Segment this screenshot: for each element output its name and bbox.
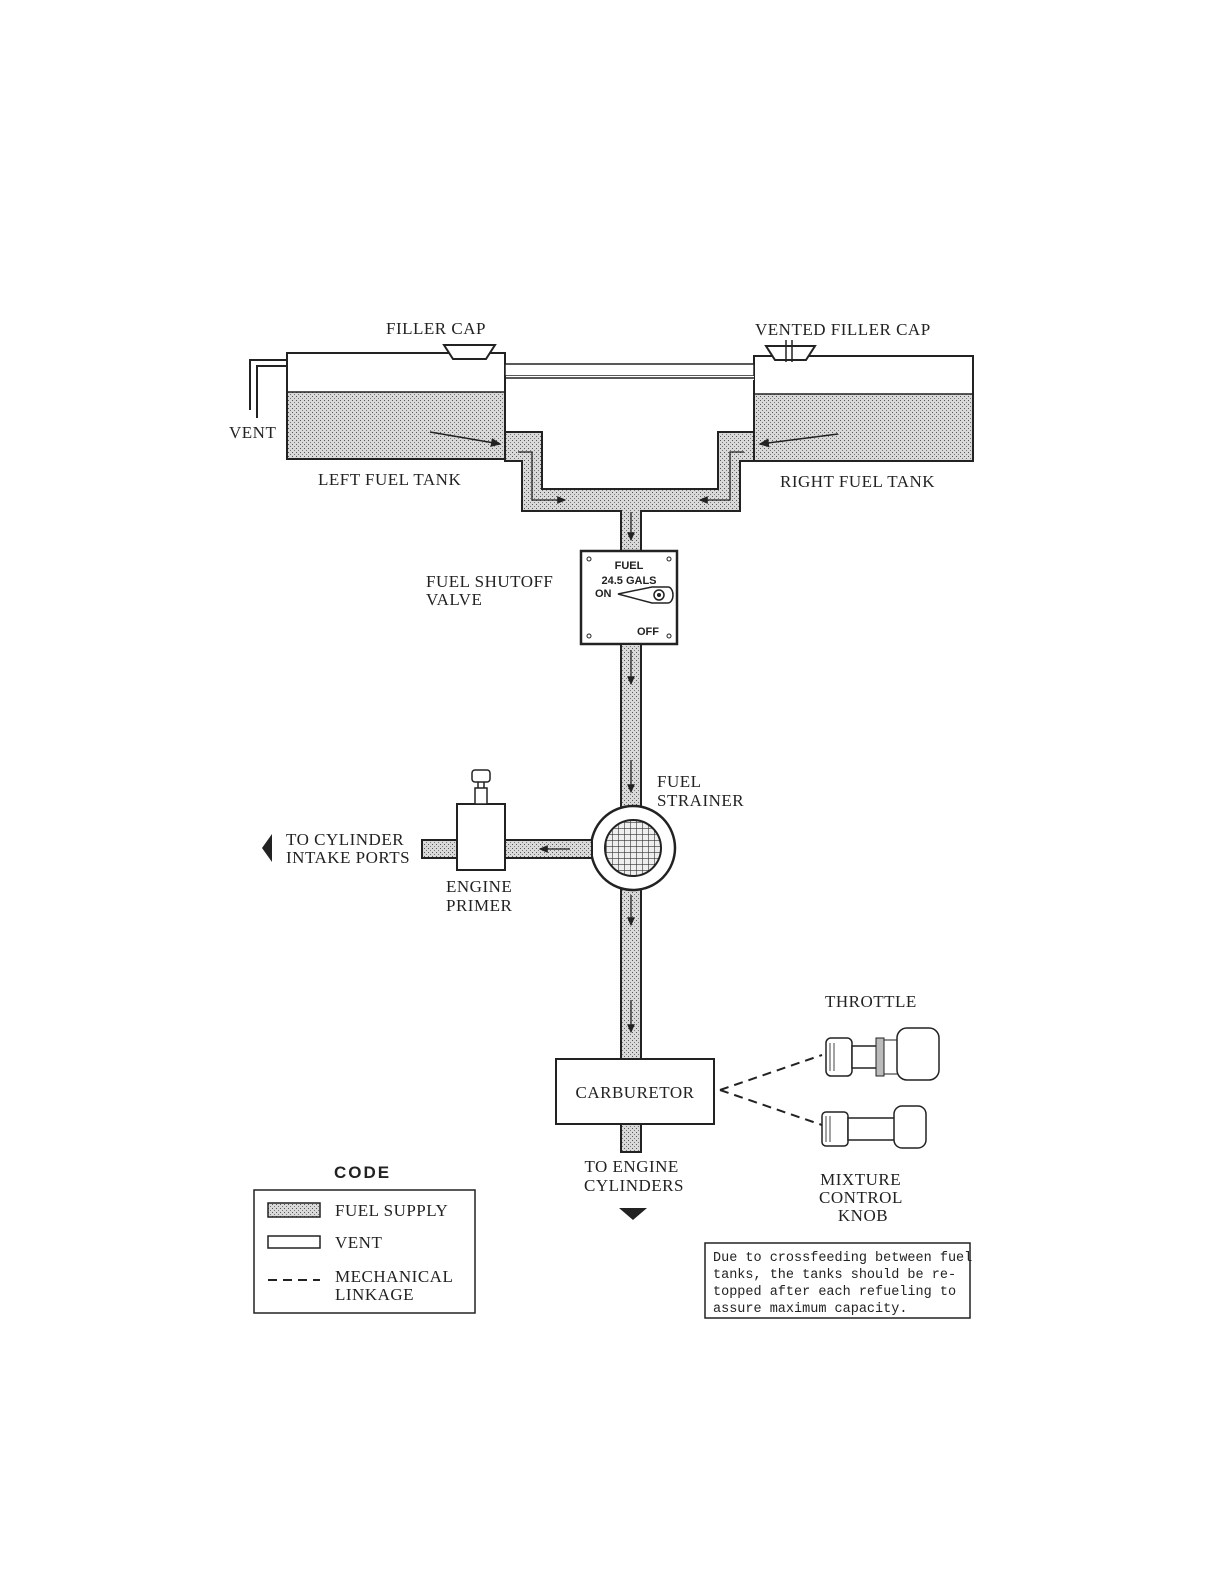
to-engine-cylinders-label: TO ENGINE CYLINDERS — [584, 1157, 684, 1195]
legend-fuel-supply-swatch — [267, 1202, 321, 1218]
throttle-label: THROTTLE — [825, 992, 917, 1011]
filler-cap-label: FILLER CAP — [386, 319, 486, 338]
crossfeed-note: Due to crossfeeding between fuel tanks, … — [704, 1242, 980, 1319]
primer-knob-icon[interactable] — [471, 769, 491, 783]
note-line: Due to crossfeeding between fuel — [713, 1251, 972, 1266]
mechanical-linkage — [719, 1054, 823, 1126]
vent-label: VENT — [229, 423, 276, 442]
svg-text:Due to crossfeeding between fu: Due to crossfeeding between fuel tanks, … — [713, 1251, 980, 1317]
vented-filler-cap-label: VENTED FILLER CAP — [755, 320, 931, 339]
legend-linkage-label: MECHANICAL LINKAGE — [335, 1267, 457, 1304]
legend: CODE FUEL SUPPLY VENT MECHANICAL LINKAGE — [253, 1163, 476, 1314]
valve-fuel-text: FUEL — [615, 560, 644, 572]
throttle-control[interactable] — [825, 1027, 940, 1081]
filler-cap-icon — [442, 344, 497, 360]
fuel-strainer-label: FUEL STRAINER — [657, 772, 744, 810]
left-fuel-tank — [286, 352, 506, 460]
engine-primer-label: ENGINE PRIMER — [446, 877, 517, 915]
mixture-knob-icon[interactable] — [893, 1105, 927, 1149]
right-fuel-tank — [753, 355, 974, 462]
right-fuel-tank-label: RIGHT FUEL TANK — [780, 472, 935, 491]
fuel-strainer — [589, 804, 677, 892]
note-line: assure maximum capacity. — [713, 1302, 907, 1317]
intake-arrow-icon — [262, 834, 272, 862]
carburetor-label: CARBURETOR — [576, 1083, 695, 1102]
left-fuel-tank-label: LEFT FUEL TANK — [318, 470, 461, 489]
note-line: topped after each refueling to — [713, 1285, 956, 1300]
valve-off-text: OFF — [637, 626, 659, 638]
legend-vent-label: VENT — [335, 1233, 382, 1252]
valve-capacity-text: 24.5 GALS — [601, 575, 656, 587]
vented-filler-cap-icon — [764, 340, 817, 362]
to-cylinder-intake-ports-label: TO CYLINDER INTAKE PORTS — [286, 830, 410, 867]
carburetor-box — [555, 1058, 715, 1125]
mixture-control-knob-label: MIXTURE CONTROL KNOB — [819, 1170, 907, 1225]
vent-crossover-line — [504, 363, 755, 380]
legend-title: CODE — [334, 1163, 391, 1182]
mixture-control[interactable] — [821, 1105, 927, 1149]
throttle-knob-icon[interactable] — [896, 1027, 940, 1081]
primer-line — [421, 839, 593, 859]
engine-primer[interactable] — [456, 769, 506, 871]
fuel-shutoff-valve-label: FUEL SHUTOFF VALVE — [426, 572, 558, 609]
valve-on-text: ON — [595, 588, 612, 600]
legend-fuel-supply-label: FUEL SUPPLY — [335, 1201, 448, 1220]
engine-cylinders-arrow-icon — [619, 1208, 647, 1220]
legend-vent-swatch — [267, 1235, 321, 1249]
fuel-shutoff-valve[interactable]: FUEL 24.5 GALS ON OFF — [579, 549, 679, 646]
fuel-feed-lines — [504, 431, 755, 552]
note-line: tanks, the tanks should be re- — [713, 1268, 956, 1283]
